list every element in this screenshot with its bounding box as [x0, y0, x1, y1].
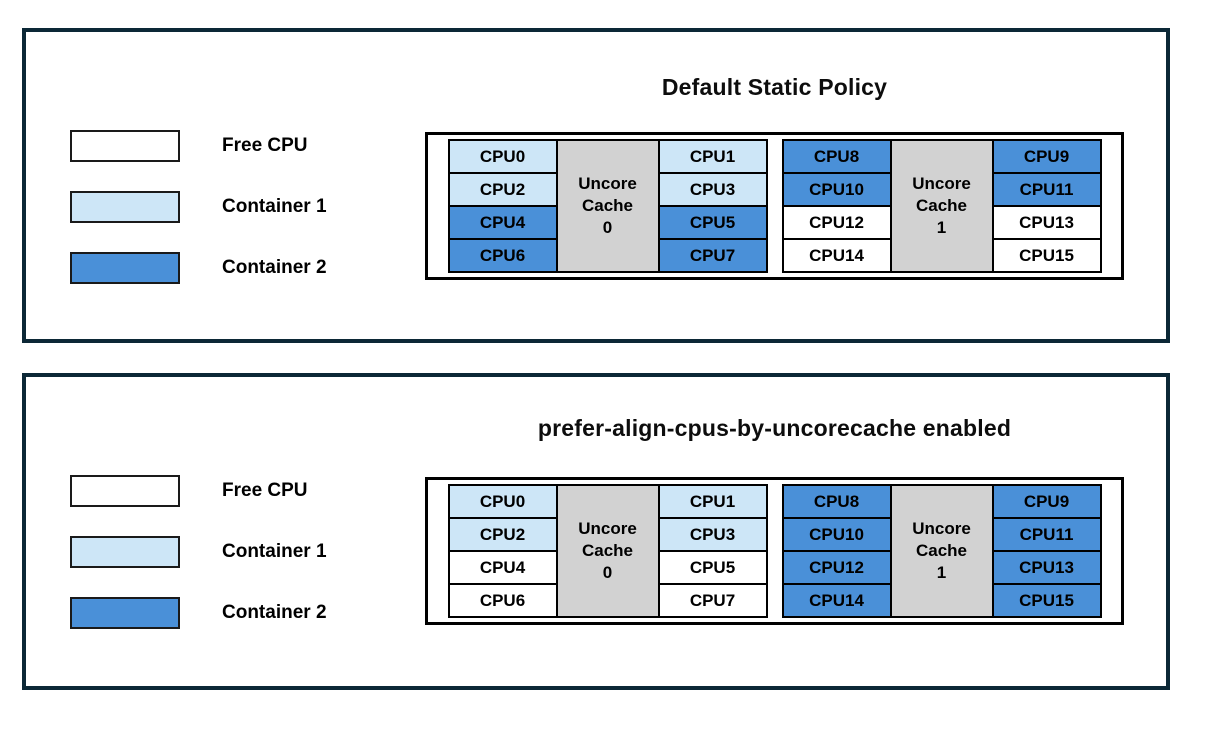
cpu-cell-cpu1: CPU1 — [657, 484, 768, 519]
legend-item-container-1: Container 1 — [70, 191, 327, 223]
policy-panel-uncorecache-aligned: prefer-align-cpus-by-uncorecache enabled… — [22, 373, 1170, 690]
policy-panel-default-static: Default Static Policy Free CPU Container… — [22, 28, 1170, 343]
cpu-cell-cpu13: CPU13 — [991, 550, 1102, 585]
legend-item-container-1: Container 1 — [70, 536, 327, 568]
panel-title: Default Static Policy — [661, 74, 888, 100]
uncore-cache-0-box: Uncore Cache 0 — [555, 139, 660, 273]
uncore-cache-label-line: Cache — [915, 540, 968, 560]
panel-title: prefer-align-cpus-by-uncorecache enabled — [537, 415, 1012, 441]
cpu-cell-cpu0: CPU0 — [447, 139, 558, 174]
uncore-cache-label-line: 0 — [602, 218, 613, 238]
cpu-cell-cpu10: CPU10 — [781, 172, 892, 207]
legend-label: Free CPU — [222, 135, 308, 156]
cpu-topology-box: CPU0 CPU2 CPU4 CPU6 Uncore Cache 0 CPU1 … — [425, 477, 1124, 625]
legend-swatch-free-cpu — [70, 475, 180, 507]
cpu-cell-cpu1: CPU1 — [657, 139, 768, 174]
uncore-cache-label-line: Cache — [915, 195, 968, 215]
legend-item-container-2: Container 2 — [70, 252, 327, 284]
cpu-column-right: CPU1 CPU3 CPU5 CPU7 — [657, 139, 768, 273]
cpu-cell-cpu9: CPU9 — [991, 484, 1102, 519]
uncore-group-0: CPU0 CPU2 CPU4 CPU6 Uncore Cache 0 CPU1 … — [447, 139, 768, 273]
uncore-group-1: CPU8 CPU10 CPU12 CPU14 Uncore Cache 1 CP… — [781, 484, 1102, 618]
cpu-cell-cpu12: CPU12 — [781, 205, 892, 240]
uncore-group-0: CPU0 CPU2 CPU4 CPU6 Uncore Cache 0 CPU1 … — [447, 484, 768, 618]
legend-item-container-2: Container 2 — [70, 597, 327, 629]
legend-label: Free CPU — [222, 480, 308, 501]
cpu-column-left: CPU8 CPU10 CPU12 CPU14 — [781, 484, 892, 618]
cpu-cell-cpu4: CPU4 — [447, 550, 558, 585]
uncore-cache-1-box: Uncore Cache 1 — [889, 484, 994, 618]
cpu-cell-cpu10: CPU10 — [781, 517, 892, 552]
cpu-cell-cpu6: CPU6 — [447, 238, 558, 273]
cpu-cell-cpu9: CPU9 — [991, 139, 1102, 174]
cpu-cell-cpu12: CPU12 — [781, 550, 892, 585]
legend-swatch-container-2 — [70, 597, 180, 629]
uncore-cache-label-line: Cache — [581, 195, 634, 215]
uncore-cache-1-box: Uncore Cache 1 — [889, 139, 994, 273]
legend-item-free-cpu: Free CPU — [70, 475, 327, 507]
cpu-cell-cpu15: CPU15 — [991, 583, 1102, 618]
cpu-cell-cpu3: CPU3 — [657, 517, 768, 552]
legend-swatch-container-1 — [70, 536, 180, 568]
cpu-cell-cpu7: CPU7 — [657, 238, 768, 273]
legend-swatch-container-2 — [70, 252, 180, 284]
uncore-cache-label-line: Cache — [581, 540, 634, 560]
cpu-cell-cpu0: CPU0 — [447, 484, 558, 519]
legend: Free CPU Container 1 Container 2 — [70, 475, 327, 629]
uncore-cache-label-line: Uncore — [578, 518, 637, 538]
cpu-cell-cpu11: CPU11 — [991, 172, 1102, 207]
uncore-cache-0-box: Uncore Cache 0 — [555, 484, 660, 618]
cpu-cell-cpu5: CPU5 — [657, 205, 768, 240]
legend-label: Container 1 — [222, 196, 327, 217]
cpu-cell-cpu8: CPU8 — [781, 484, 892, 519]
uncore-cache-label-line: Uncore — [912, 173, 971, 193]
legend-label: Container 1 — [222, 541, 327, 562]
legend-swatch-container-1 — [70, 191, 180, 223]
cpu-cell-cpu13: CPU13 — [991, 205, 1102, 240]
cpu-column-left: CPU8 CPU10 CPU12 CPU14 — [781, 139, 892, 273]
uncore-cache-label-line: 1 — [936, 218, 947, 238]
cpu-column-left: CPU0 CPU2 CPU4 CPU6 — [447, 484, 558, 618]
uncore-cache-label-line: 1 — [936, 563, 947, 583]
cpu-cell-cpu2: CPU2 — [447, 517, 558, 552]
legend: Free CPU Container 1 Container 2 — [70, 130, 327, 284]
cpu-cell-cpu3: CPU3 — [657, 172, 768, 207]
cpu-column-right: CPU9 CPU11 CPU13 CPU15 — [991, 139, 1102, 273]
cpu-column-left: CPU0 CPU2 CPU4 CPU6 — [447, 139, 558, 273]
cpu-cell-cpu2: CPU2 — [447, 172, 558, 207]
legend-label: Container 2 — [222, 257, 327, 278]
cpu-column-right: CPU1 CPU3 CPU5 CPU7 — [657, 484, 768, 618]
cpu-cell-cpu15: CPU15 — [991, 238, 1102, 273]
legend-label: Container 2 — [222, 602, 327, 623]
cpu-topology-box: CPU0 CPU2 CPU4 CPU6 Uncore Cache 0 CPU1 … — [425, 132, 1124, 280]
cpu-cell-cpu14: CPU14 — [781, 238, 892, 273]
legend-swatch-free-cpu — [70, 130, 180, 162]
uncore-group-1: CPU8 CPU10 CPU12 CPU14 Uncore Cache 1 CP… — [781, 139, 1102, 273]
uncore-cache-label-line: 0 — [602, 563, 613, 583]
cpu-cell-cpu6: CPU6 — [447, 583, 558, 618]
cpu-cell-cpu5: CPU5 — [657, 550, 768, 585]
cpu-cell-cpu7: CPU7 — [657, 583, 768, 618]
cpu-cell-cpu11: CPU11 — [991, 517, 1102, 552]
uncore-cache-label-line: Uncore — [578, 173, 637, 193]
legend-item-free-cpu: Free CPU — [70, 130, 327, 162]
uncore-cache-label-line: Uncore — [912, 518, 971, 538]
cpu-cell-cpu4: CPU4 — [447, 205, 558, 240]
cpu-cell-cpu14: CPU14 — [781, 583, 892, 618]
cpu-cell-cpu8: CPU8 — [781, 139, 892, 174]
cpu-column-right: CPU9 CPU11 CPU13 CPU15 — [991, 484, 1102, 618]
